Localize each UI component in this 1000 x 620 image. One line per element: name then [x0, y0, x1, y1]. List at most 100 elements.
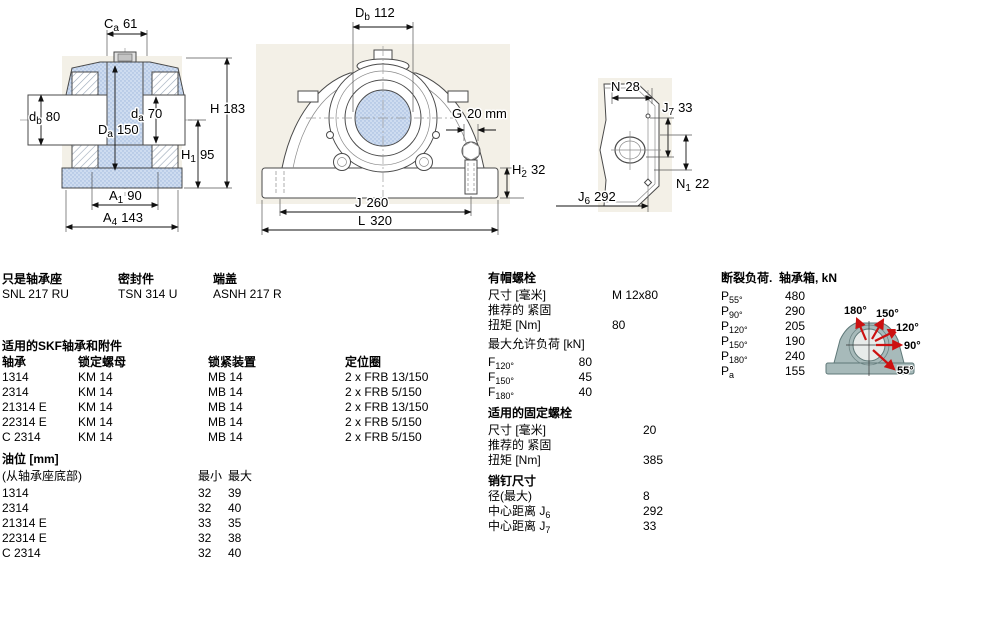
- table-cell: MB 14: [208, 370, 243, 384]
- table-cell: 38: [228, 531, 242, 545]
- table-cell: 39: [228, 486, 242, 500]
- load-label-F120: F120°: [488, 355, 514, 371]
- fixing-bolt-tightening: 推荐的 紧固: [488, 438, 552, 452]
- table-cell: KM 14: [78, 385, 113, 399]
- col-header-bearing: 轴承: [2, 355, 27, 369]
- breaking-load-value-P90: 290: [785, 304, 806, 318]
- load-direction-diagram: 180° 150° 120° 90° 55°: [825, 304, 922, 378]
- breaking-loads-title: 断裂负荷. 轴承箱, kN: [721, 271, 838, 285]
- col-header-max: 最大: [228, 469, 253, 483]
- bearing-block: [151, 71, 179, 96]
- breaking-load-label-Pa: Pa: [721, 364, 735, 380]
- pin-distance-J6-value: 292: [643, 504, 664, 518]
- table-cell: 32: [198, 546, 212, 560]
- load-value-F150: 45: [578, 370, 592, 384]
- seals-header: 密封件: [118, 272, 155, 286]
- table-cell: 2 x FRB 5/150: [345, 385, 422, 399]
- breaking-load-label-P90: P90°: [721, 304, 743, 320]
- table-cell: 33: [198, 516, 212, 530]
- oil-table-title: 油位 [mm]: [2, 452, 59, 466]
- table-cell: 2314: [2, 385, 29, 399]
- table-cell: C 2314: [2, 430, 41, 444]
- cap-bolt-tightening: 推荐的 紧固: [488, 303, 552, 317]
- fixing-bolt-size-label: 尺寸 [毫米]: [488, 423, 547, 437]
- fixing-bolts-title: 适用的固定螺栓: [488, 406, 573, 420]
- seal-designation: TSN 314 U: [118, 287, 178, 301]
- housing-designation: SNL 217 RU: [2, 287, 69, 301]
- table-cell: 2 x FRB 13/150: [345, 370, 429, 384]
- load-arrow-180: [855, 316, 868, 341]
- max-load-title: 最大允许负荷 [kN]: [488, 337, 585, 351]
- bearings-table-title: 适用的SKF轴承和附件: [2, 339, 123, 353]
- pin-distance-J6-label: 中心距离 J6: [488, 504, 551, 520]
- housing-base: [61, 167, 183, 189]
- table-cell: 2314: [2, 501, 29, 515]
- table-cell: 40: [228, 546, 242, 560]
- load-angle-55: 55°: [897, 365, 914, 377]
- table-cell: 35: [228, 516, 242, 530]
- end-cover-designation: ASNH 217 R: [213, 287, 282, 301]
- table-cell: MB 14: [208, 430, 243, 444]
- bearing-block: [71, 71, 99, 96]
- table-cell: 40: [228, 501, 242, 515]
- table-cell: 21314 E: [2, 516, 47, 530]
- load-value-F120: 80: [578, 355, 592, 369]
- table-cell: MB 14: [208, 400, 243, 414]
- base-plate: [261, 167, 499, 199]
- housing-only-header: 只是轴承座: [2, 272, 63, 286]
- oil-table-rowhead: (从轴承座底部): [2, 469, 82, 483]
- cap-bolt-torque-value: 80: [612, 318, 626, 332]
- fixing-bolt-torque-value: 385: [643, 453, 664, 467]
- breaking-load-label-P120: P120°: [721, 319, 748, 335]
- load-angle-120: 120°: [896, 322, 919, 334]
- pin-diameter-value: 8: [643, 489, 650, 503]
- breaking-load-value-Pa: 155: [785, 364, 806, 378]
- col-header-lockdevice: 锁紧装置: [208, 355, 257, 369]
- load-angle-90: 90°: [904, 340, 921, 352]
- col-header-locating-ring: 定位圈: [345, 355, 382, 369]
- table-cell: MB 14: [208, 415, 243, 429]
- load-label-F150: F150°: [488, 370, 514, 386]
- breaking-load-value-P150: 190: [785, 334, 806, 348]
- attachment-bolt-head: [461, 141, 481, 161]
- load-value-F180: 40: [578, 385, 592, 399]
- load-arrow-55: [872, 349, 896, 371]
- pin-diameter-label: 径(最大): [488, 489, 532, 503]
- fixing-bolt-torque-label: 扭矩 [Nm]: [488, 453, 541, 467]
- breaking-load-label-P150: P150°: [721, 334, 748, 350]
- bearing-block: [71, 144, 99, 169]
- table-cell: 22314 E: [2, 531, 47, 545]
- table-cell: KM 14: [78, 415, 113, 429]
- table-cell: 1314: [2, 486, 29, 500]
- cap-bolts-title: 有帽螺栓: [488, 271, 537, 285]
- fixing-bolt-size-value: 20: [643, 423, 657, 437]
- pin-distance-J7-value: 33: [643, 519, 657, 533]
- table-cell: 32: [198, 486, 212, 500]
- table-cell: KM 14: [78, 370, 113, 384]
- load-arrow-150: [871, 318, 885, 340]
- table-cell: MB 14: [208, 385, 243, 399]
- table-cell: KM 14: [78, 400, 113, 414]
- breaking-load-value-P120: 205: [785, 319, 806, 333]
- attachment-bolt-shank: [464, 159, 478, 195]
- col-header-min: 最小: [198, 469, 223, 483]
- table-cell: 1314: [2, 370, 29, 384]
- table-cell: 21314 E: [2, 400, 47, 414]
- table-cell: 32: [198, 501, 212, 515]
